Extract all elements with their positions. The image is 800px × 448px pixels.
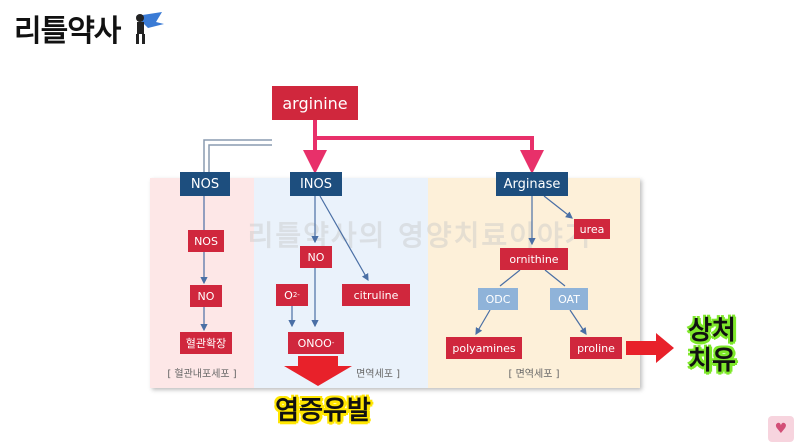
node-vasodilation: 혈관확장 bbox=[180, 332, 232, 354]
channel-logo: 리틀약사 bbox=[14, 6, 166, 50]
node-oat: OAT bbox=[550, 288, 588, 310]
callout-wound-healing-line2: 치유 bbox=[688, 346, 736, 376]
healing-arrow-icon bbox=[626, 333, 674, 363]
node-urea: urea bbox=[574, 219, 610, 239]
node-citruline: citruline bbox=[342, 284, 410, 306]
o2-superscript: - bbox=[297, 291, 300, 299]
onoo-main: ONOO bbox=[297, 336, 332, 350]
superhero-icon bbox=[136, 12, 165, 44]
node-onoo: ONOO- bbox=[288, 332, 344, 354]
o2-subscript: 2 bbox=[292, 291, 298, 299]
node-polyamines: polyamines bbox=[446, 337, 522, 359]
inflammation-arrow-icon bbox=[284, 356, 352, 386]
corner-avatar-icon: ♥ bbox=[768, 416, 794, 442]
immune-panel-arginase-label: [ 면역세포 ] bbox=[508, 369, 560, 380]
callout-wound-healing-line1: 상처 bbox=[688, 316, 736, 346]
node-inos-enzyme: INOS bbox=[290, 172, 342, 196]
callout-wound-healing: 상처 치유 bbox=[680, 316, 744, 376]
node-nos-enzyme: NOS bbox=[180, 172, 230, 196]
node-no-mid: NO bbox=[300, 246, 332, 268]
logo-text: 리틀약사 bbox=[14, 14, 121, 49]
node-odc: ODC bbox=[478, 288, 518, 310]
endothelial-panel-label: [ 혈관내포세포 ] bbox=[167, 369, 237, 380]
onoo-superscript: - bbox=[331, 339, 335, 347]
o2-main: O bbox=[284, 288, 293, 302]
callout-inflammation: 염증유발 bbox=[275, 396, 371, 426]
node-no-left: NO bbox=[190, 285, 222, 307]
node-ornithine: ornithine bbox=[500, 248, 568, 270]
node-arginase-enzyme: Arginase bbox=[496, 172, 568, 196]
node-proline: proline bbox=[570, 337, 622, 359]
immune-panel-inos-label: 면역세포 ] bbox=[356, 369, 400, 380]
node-nos: NOS bbox=[188, 230, 224, 252]
node-arginine: arginine bbox=[272, 86, 358, 120]
